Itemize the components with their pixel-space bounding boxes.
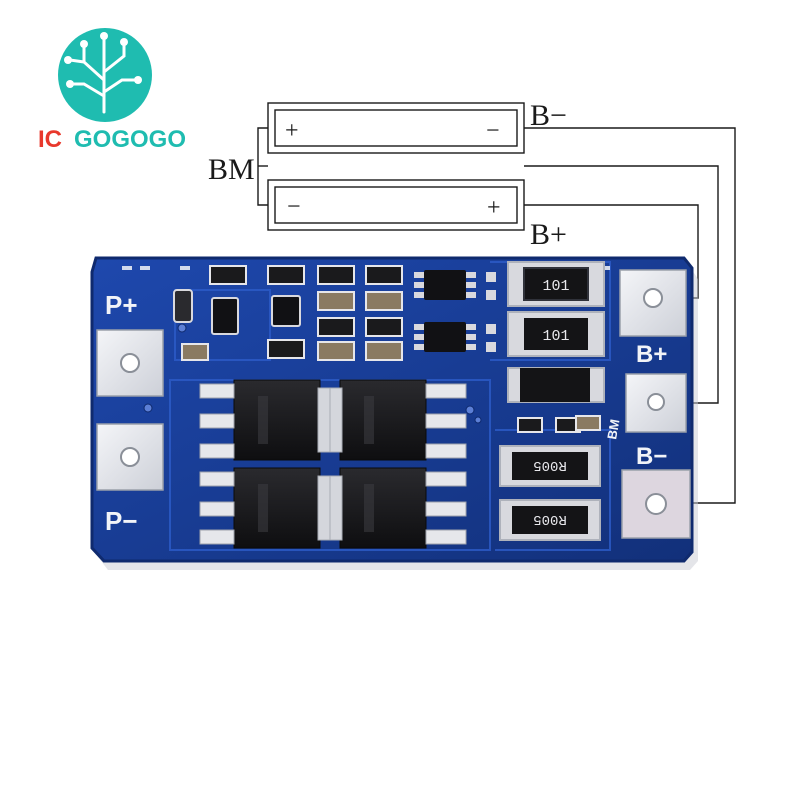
pad-p-minus: [96, 423, 164, 491]
silk-b-plus: B+: [636, 341, 667, 368]
wire-bm: [524, 165, 719, 404]
resistor-label-a: 101: [542, 278, 569, 295]
circuit-tree-icon: [68, 36, 138, 114]
cell-bottom-right-terminal: +: [487, 195, 501, 221]
label-b-minus: B−: [530, 99, 567, 132]
battery-cell-bottom-inner: [274, 186, 518, 224]
pad-p-plus: [96, 329, 164, 397]
cell-top-left-terminal: +: [285, 118, 299, 144]
mosfet-3: [233, 467, 321, 549]
silk-p-plus: P+: [105, 290, 138, 320]
pad-b-minus-terminal: [621, 469, 691, 539]
resistor-label-b: 101: [542, 328, 569, 345]
mosfet-1: [233, 379, 321, 461]
logo: IC GOGOGO: [38, 28, 186, 153]
silk-bm: BM: [604, 418, 622, 441]
shunt-label-b: R005: [533, 511, 567, 527]
shunt-resistor-a: R005: [499, 445, 601, 487]
label-bm: BM: [208, 153, 255, 186]
diagram-labels: + − − + BM B− B+: [208, 99, 567, 251]
silk-p-minus: P−: [105, 506, 138, 536]
logo-text-ic: IC: [38, 126, 62, 153]
silk-b-minus: B−: [636, 443, 667, 470]
mosfet-4: [339, 467, 427, 549]
resistor-101-a: 101: [507, 261, 605, 307]
cell-bottom-left-terminal: −: [287, 194, 301, 220]
logo-text-brand: GOGOGO: [74, 126, 186, 153]
label-b-plus: B+: [530, 218, 567, 251]
battery-cell-top-inner: [274, 109, 518, 147]
cell-top-right-terminal: −: [486, 118, 500, 144]
shunt-label-a: R005: [533, 457, 567, 473]
diode: [507, 367, 605, 403]
resistor-101-b: 101: [507, 311, 605, 357]
circuit-nodes-icon: [64, 32, 142, 88]
shunt-resistor-b: R005: [499, 499, 601, 541]
pad-b-plus-terminal: [619, 269, 687, 337]
pcb-board: P+ P− B+ B− BM: [90, 256, 698, 570]
mosfet-array: [199, 379, 467, 549]
pad-bm-terminal: [625, 373, 687, 433]
mosfet-2: [339, 379, 427, 461]
smd-components-top: [173, 265, 496, 361]
wire-b-minus: [524, 127, 736, 504]
silkscreen: P+ P− B+ B− BM: [105, 290, 667, 536]
